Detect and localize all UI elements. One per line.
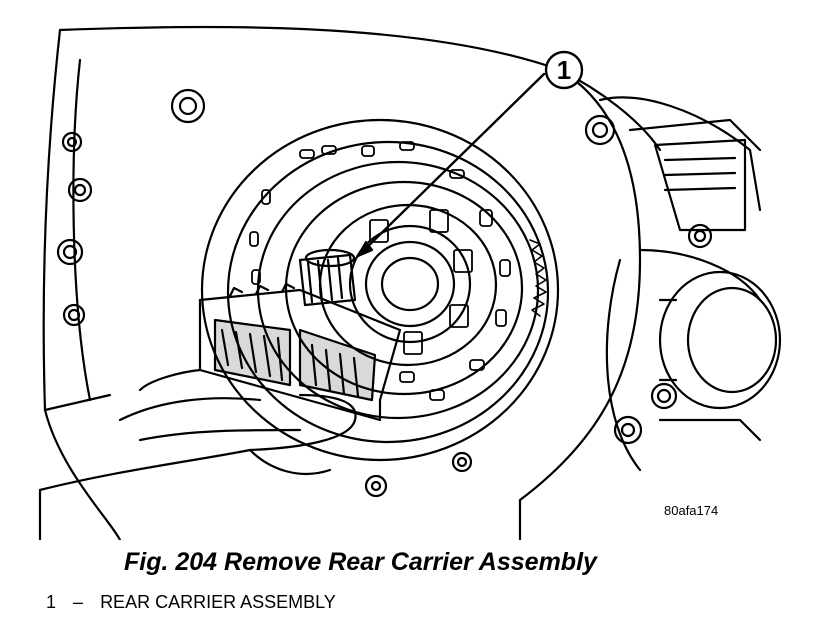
output-shaft-housing [658,270,782,410]
housing-slots [249,141,511,401]
legend-label: REAR CARRIER ASSEMBLY [100,592,336,612]
figure-caption: Fig. 204 Remove Rear Carrier Assembly [124,548,597,576]
callout-number: 1 [556,55,572,85]
legend-dash: – [73,592,84,612]
gear-teeth [529,239,547,317]
case-housing [42,25,762,540]
case-bolt-holes [56,88,713,498]
image-code: 80afa174 [664,503,719,518]
callout-circle [544,50,584,90]
legend-number: 1 [46,592,57,612]
legend: 1 – REAR CARRIER ASSEMBLY [46,592,336,613]
leader-line [356,72,546,258]
rear-carrier-assembly [198,248,402,422]
transmission-illustration [38,25,782,540]
hand [38,368,357,540]
